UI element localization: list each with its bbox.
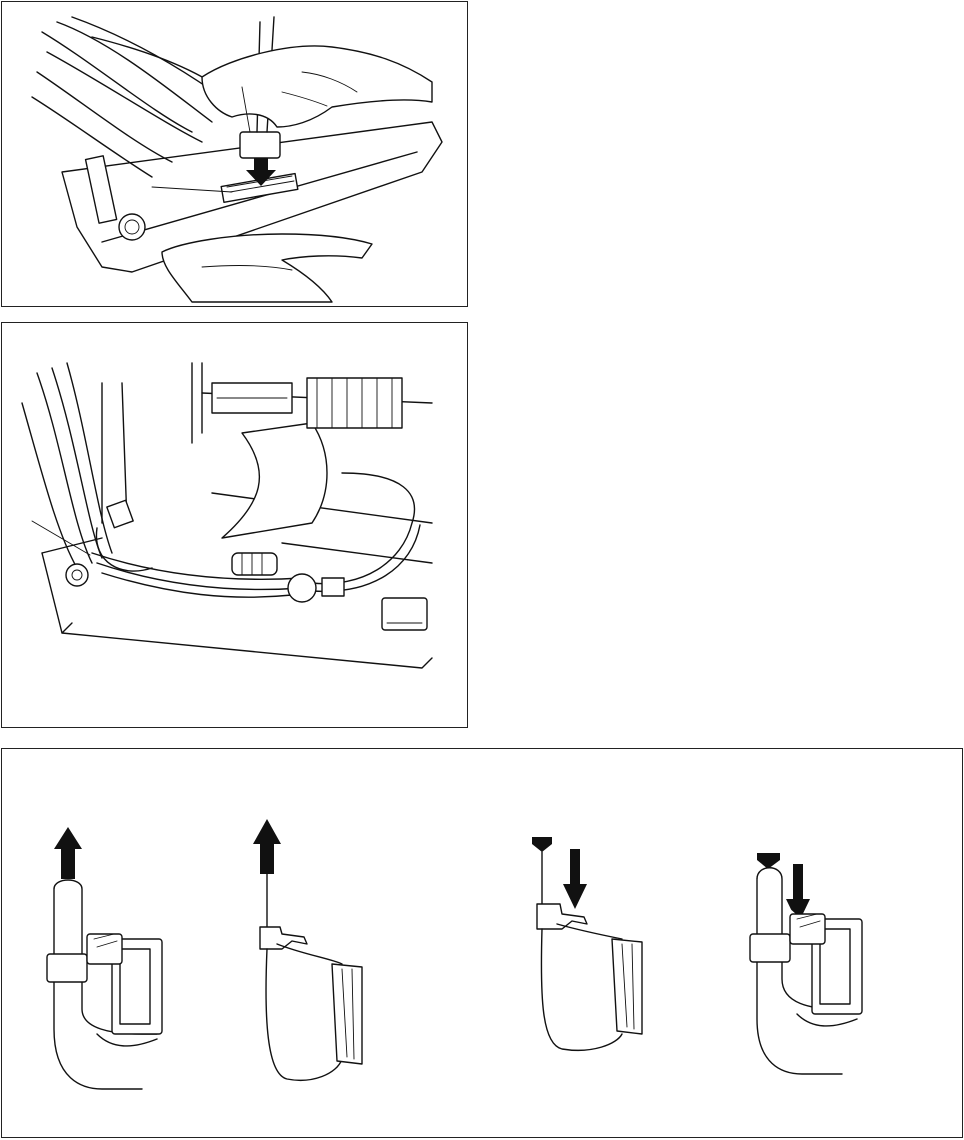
cable-routing-drawing <box>2 323 466 726</box>
connector-block <box>382 598 427 630</box>
figure-cable-routing <box>1 322 468 728</box>
cable-bundle <box>42 32 192 132</box>
figure-cable-clamp-steps <box>1 748 963 1138</box>
figure-connector-insertion <box>1 1 468 307</box>
clamp-step-4 <box>750 853 862 1074</box>
ribbon-cable <box>222 423 327 538</box>
hand-icon <box>162 234 372 302</box>
arrow-icon <box>757 853 780 869</box>
cable-plug <box>232 553 277 575</box>
arrow-icon <box>253 819 281 874</box>
cable-bundle <box>37 373 92 563</box>
clamp-step-3 <box>532 837 642 1050</box>
heatsink <box>307 378 402 428</box>
cable-clamp-steps-drawing <box>2 749 961 1136</box>
arrow-icon <box>532 837 552 852</box>
cable-clamp-icon <box>107 500 133 528</box>
clamp-step-1 <box>47 827 162 1089</box>
connector-insertion-drawing <box>2 2 466 305</box>
hand-icon <box>202 46 432 127</box>
screw-icon <box>119 214 145 240</box>
screw-icon <box>66 564 88 586</box>
arrow-icon <box>563 849 587 909</box>
connector-block <box>322 578 344 596</box>
clamp-step-2 <box>253 819 362 1080</box>
arrow-icon <box>54 827 82 879</box>
